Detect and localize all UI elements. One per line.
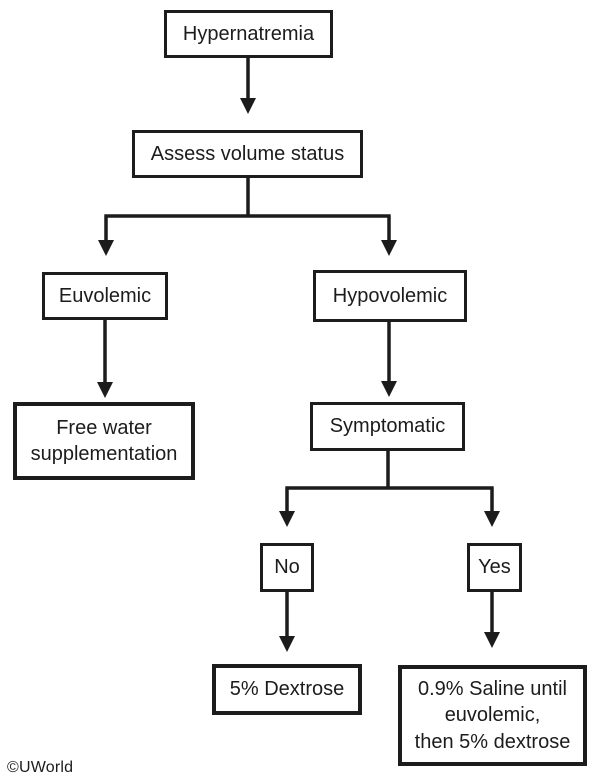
node-5-percent-dextrose: 5% Dextrose bbox=[212, 664, 362, 715]
node-label: Hypernatremia bbox=[182, 22, 315, 45]
node-assess-volume-status: Assess volume status bbox=[132, 130, 363, 178]
node-label: Symptomatic bbox=[329, 415, 446, 438]
node-label: No bbox=[274, 556, 300, 579]
node-euvolemic: Euvolemic bbox=[42, 272, 168, 320]
arrow-down-icon bbox=[279, 511, 295, 527]
arrow-down-icon bbox=[98, 240, 114, 256]
edge-yes-saline bbox=[484, 591, 500, 648]
node-label: 5% Dextrose bbox=[229, 678, 345, 701]
arrow-down-icon bbox=[484, 632, 500, 648]
arrow-down-icon bbox=[484, 511, 500, 527]
arrow-down-icon bbox=[97, 382, 113, 398]
node-label-line: supplementation bbox=[30, 443, 178, 465]
node-free-water-supplementation: Free water supplementation bbox=[13, 402, 195, 480]
node-yes: Yes bbox=[467, 543, 522, 592]
edge-hypovolemic-symptomatic bbox=[381, 321, 397, 397]
node-no: No bbox=[260, 543, 314, 592]
arrow-down-icon bbox=[279, 636, 295, 652]
arrow-down-icon bbox=[240, 98, 256, 114]
edge-no-dextrose bbox=[279, 591, 295, 652]
node-saline-until-euvolemic: 0.9% Saline until euvolemic, then 5% dex… bbox=[398, 665, 587, 766]
node-hypovolemic: Hypovolemic bbox=[313, 270, 467, 322]
node-label: Assess volume status bbox=[150, 142, 345, 165]
node-label-line: then 5% dextrose bbox=[414, 730, 571, 753]
node-hypernatremia: Hypernatremia bbox=[164, 10, 333, 58]
arrow-down-icon bbox=[381, 381, 397, 397]
node-label-line: Free water bbox=[56, 416, 152, 439]
edge-euvolemic-free-water bbox=[97, 319, 113, 398]
arrow-down-icon bbox=[381, 240, 397, 256]
node-label: Yes bbox=[478, 556, 511, 579]
node-symptomatic: Symptomatic bbox=[310, 402, 465, 451]
edge-hypernatremia-assess bbox=[240, 57, 256, 114]
node-label: Hypovolemic bbox=[332, 284, 448, 307]
edge-assess-to-euvolemic-hypovolemic bbox=[98, 177, 397, 256]
node-label-line: euvolemic, bbox=[444, 704, 541, 727]
copyright-text: ©UWorld bbox=[7, 759, 74, 776]
node-label-line: 0.9% Saline until bbox=[418, 677, 567, 700]
node-label: Euvolemic bbox=[58, 284, 152, 307]
edge-symptomatic-to-no-yes bbox=[279, 450, 500, 527]
